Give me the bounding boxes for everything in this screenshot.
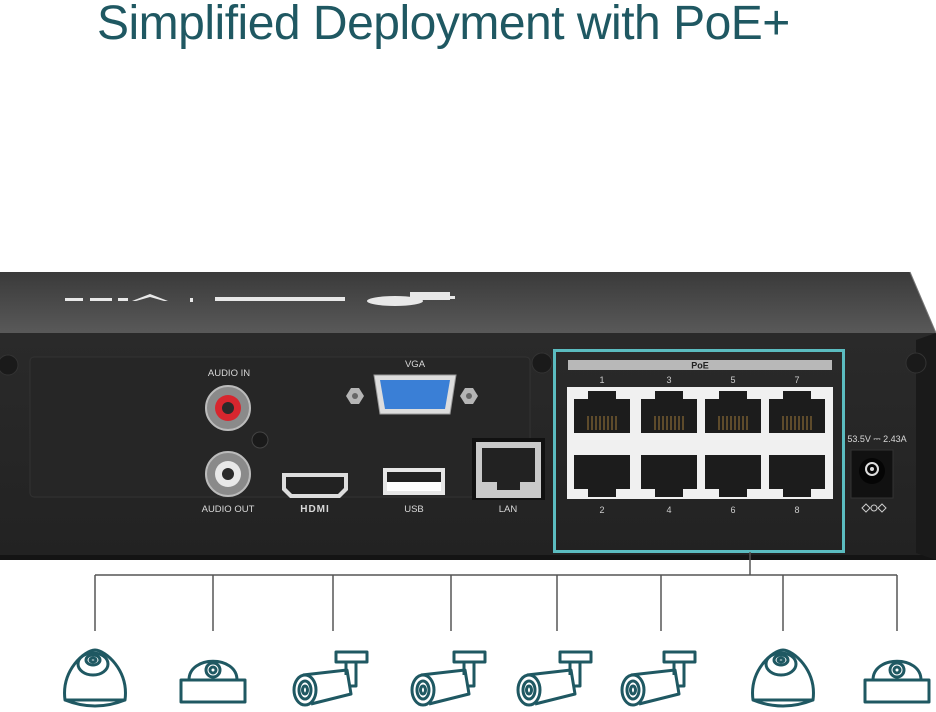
poe-port-4[interactable] [641,455,697,497]
poe-highlight-box [553,349,845,553]
power-rating-label: 53.5V ⎓ 2.43A [847,434,906,444]
audio-out-port[interactable] [205,451,251,497]
usb-port[interactable] [383,468,445,495]
poe-port-number: 3 [666,375,671,385]
audio-in-port[interactable] [205,385,251,431]
nvr-device: AUDIO IN AUDIO OUT VGA HDMI [0,271,936,560]
poe-port-5[interactable] [705,391,761,433]
poe-port-number: 1 [599,375,604,385]
dome-camera-icon [863,659,931,704]
vga-label: VGA [405,359,426,370]
hdmi-label: HDMI [300,504,330,515]
poe-port-3[interactable] [641,391,697,433]
poe-port-2[interactable] [574,455,630,497]
brand-logo [65,292,455,306]
power-port[interactable] [850,449,894,499]
camera-row [63,648,931,708]
turret-camera-icon [751,648,815,708]
vga-port[interactable] [346,374,478,415]
poe-port-number: 5 [730,375,735,385]
lan-port[interactable] [472,438,545,500]
poe-port-number: 7 [794,375,799,385]
device-top-surface [0,272,936,333]
bullet-camera-icon [410,650,487,707]
poe-header-label: PoE [691,361,709,371]
connection-lines [94,552,898,631]
page-title: Simplified Deployment with PoE+ [97,0,790,50]
dome-camera-icon [179,659,247,704]
poe-port-7[interactable] [769,391,825,433]
bullet-camera-icon [516,650,593,707]
poe-port-number: 6 [730,505,735,515]
hdmi-port[interactable] [282,473,348,498]
turret-camera-icon [63,648,127,708]
poe-port-block: PoE 1 3 5 7 2 4 6 8 [567,360,833,515]
poe-port-6[interactable] [705,455,761,497]
audio-in-label: AUDIO IN [208,368,250,379]
poe-port-1[interactable] [574,391,630,433]
poe-port-number: 2 [599,505,604,515]
bullet-camera-icon [620,650,697,707]
poe-port-number: 4 [666,505,671,515]
lan-label: LAN [499,504,518,515]
audio-out-label: AUDIO OUT [202,504,255,515]
poe-port-8[interactable] [769,455,825,497]
polarity-symbol-icon [861,503,887,513]
usb-label: USB [404,504,424,515]
bullet-camera-icon [292,650,369,707]
poe-port-number: 8 [794,505,799,515]
